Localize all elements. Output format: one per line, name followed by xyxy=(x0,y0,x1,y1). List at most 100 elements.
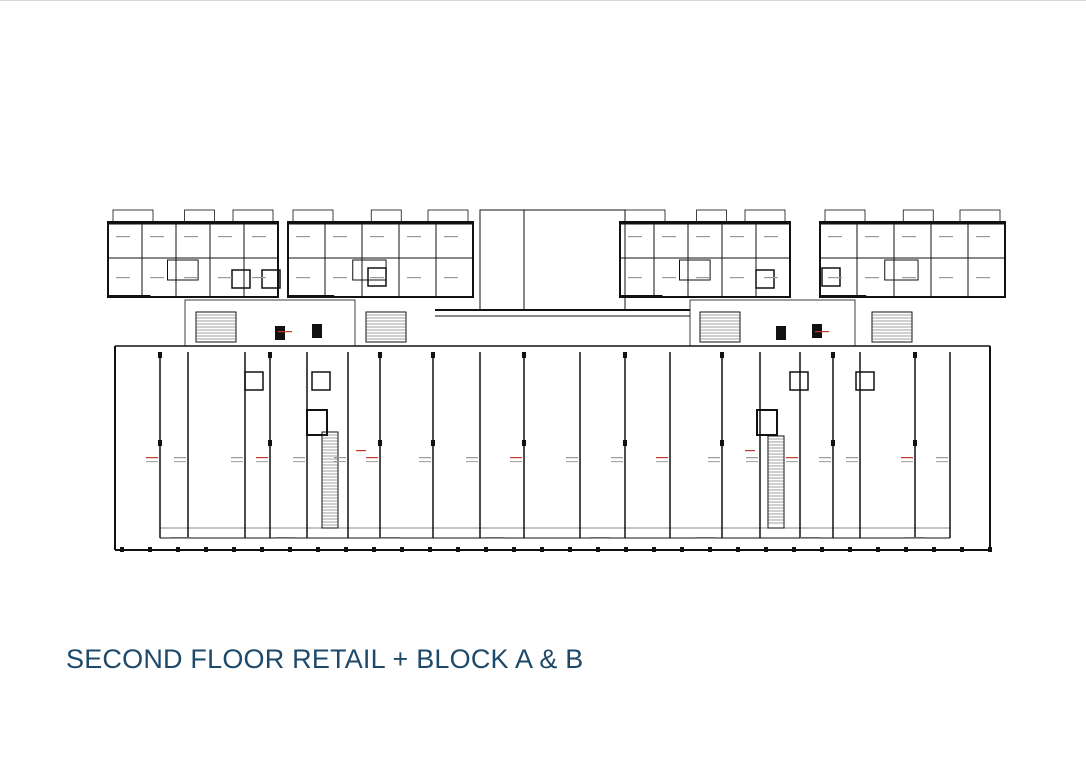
column-mid xyxy=(431,440,435,446)
room-label-mark xyxy=(444,277,458,279)
shop-area-mark xyxy=(510,461,522,463)
room-label-mark xyxy=(828,277,842,279)
lobby-label-mark xyxy=(278,331,292,333)
room-label-mark xyxy=(296,236,310,238)
column-south xyxy=(708,547,712,552)
column-south xyxy=(680,547,684,552)
shop-area-mark xyxy=(708,461,720,463)
room-label-mark xyxy=(444,236,458,238)
column-south xyxy=(372,547,376,552)
shop-label-mark xyxy=(746,457,758,459)
column-south xyxy=(988,547,992,552)
column-south xyxy=(568,547,572,552)
column-south xyxy=(428,547,432,552)
column-south xyxy=(512,547,516,552)
balcony xyxy=(959,209,1001,223)
shop-label-mark xyxy=(745,450,755,452)
room-label-mark xyxy=(976,236,990,238)
shop-area-mark xyxy=(746,461,758,463)
shop-area-mark xyxy=(819,461,831,463)
column-south xyxy=(596,547,600,552)
room-label-mark xyxy=(939,236,953,238)
lift-shaft xyxy=(755,269,775,289)
shop-label-mark xyxy=(366,457,378,459)
column-mid xyxy=(831,440,835,446)
column-mid xyxy=(623,440,627,446)
column-south xyxy=(960,547,964,552)
room-label-mark xyxy=(902,236,916,238)
room-label-mark xyxy=(764,277,778,279)
shop-area-mark xyxy=(786,461,798,463)
service-room xyxy=(884,259,919,281)
column-north xyxy=(378,352,382,358)
shop-label-mark xyxy=(174,457,186,459)
column-north xyxy=(831,352,835,358)
column-north xyxy=(431,352,435,358)
shop-label-mark xyxy=(256,457,268,459)
column-south xyxy=(652,547,656,552)
room-label-mark xyxy=(662,236,676,238)
room-label-mark xyxy=(116,277,130,279)
shop-area-mark xyxy=(146,461,158,463)
balcony xyxy=(427,209,469,223)
column-mid xyxy=(268,440,272,446)
shop-area-mark xyxy=(566,461,578,463)
column-mid xyxy=(378,440,382,446)
column-south xyxy=(904,547,908,552)
room-label-mark xyxy=(828,236,842,238)
room-label-mark xyxy=(184,236,198,238)
balcony xyxy=(902,209,934,223)
column-north xyxy=(623,352,627,358)
external-wall xyxy=(288,222,473,225)
room-label-mark xyxy=(333,277,347,279)
lift-shaft xyxy=(244,371,264,391)
room-label-mark xyxy=(370,236,384,238)
room-label-mark xyxy=(296,277,310,279)
room-label-mark xyxy=(730,236,744,238)
balcony xyxy=(624,209,666,223)
service-room xyxy=(679,259,711,281)
lift-lobby xyxy=(689,299,856,347)
shop-area-mark xyxy=(656,461,668,463)
column-south xyxy=(204,547,208,552)
shop-area-mark xyxy=(419,461,431,463)
lobby-label-mark xyxy=(815,331,829,333)
external-wall xyxy=(620,295,663,298)
room-label-mark xyxy=(730,277,744,279)
lift-shaft xyxy=(855,371,875,391)
column-south xyxy=(736,547,740,552)
shop-label-mark xyxy=(334,457,346,459)
shop-area-mark xyxy=(846,461,858,463)
column-north xyxy=(268,352,272,358)
column-south xyxy=(484,547,488,552)
column-north xyxy=(720,352,724,358)
column-mid xyxy=(720,440,724,446)
external-wall xyxy=(620,222,790,225)
room-label-mark xyxy=(628,236,642,238)
column-south xyxy=(764,547,768,552)
shop-area-mark xyxy=(611,461,623,463)
room-label-mark xyxy=(628,277,642,279)
shop-label-mark xyxy=(419,457,431,459)
column-south xyxy=(932,547,936,552)
lift-shaft xyxy=(311,371,331,391)
balcony xyxy=(744,209,786,223)
shop-area-mark xyxy=(936,461,948,463)
room-label-mark xyxy=(407,277,421,279)
dimension-label-mark xyxy=(800,537,820,539)
lift-lobby xyxy=(184,299,356,347)
dimension-label-mark xyxy=(170,537,190,539)
column-mid xyxy=(913,440,917,446)
room-label-mark xyxy=(939,277,953,279)
room-label-mark xyxy=(902,277,916,279)
external-wall xyxy=(288,295,335,298)
core-column xyxy=(776,326,786,340)
shop-label-mark xyxy=(231,457,243,459)
external-wall xyxy=(108,295,151,298)
column-north xyxy=(158,352,162,358)
shop-label-mark xyxy=(146,457,158,459)
column-south xyxy=(344,547,348,552)
service-room xyxy=(167,259,199,281)
column-south xyxy=(232,547,236,552)
